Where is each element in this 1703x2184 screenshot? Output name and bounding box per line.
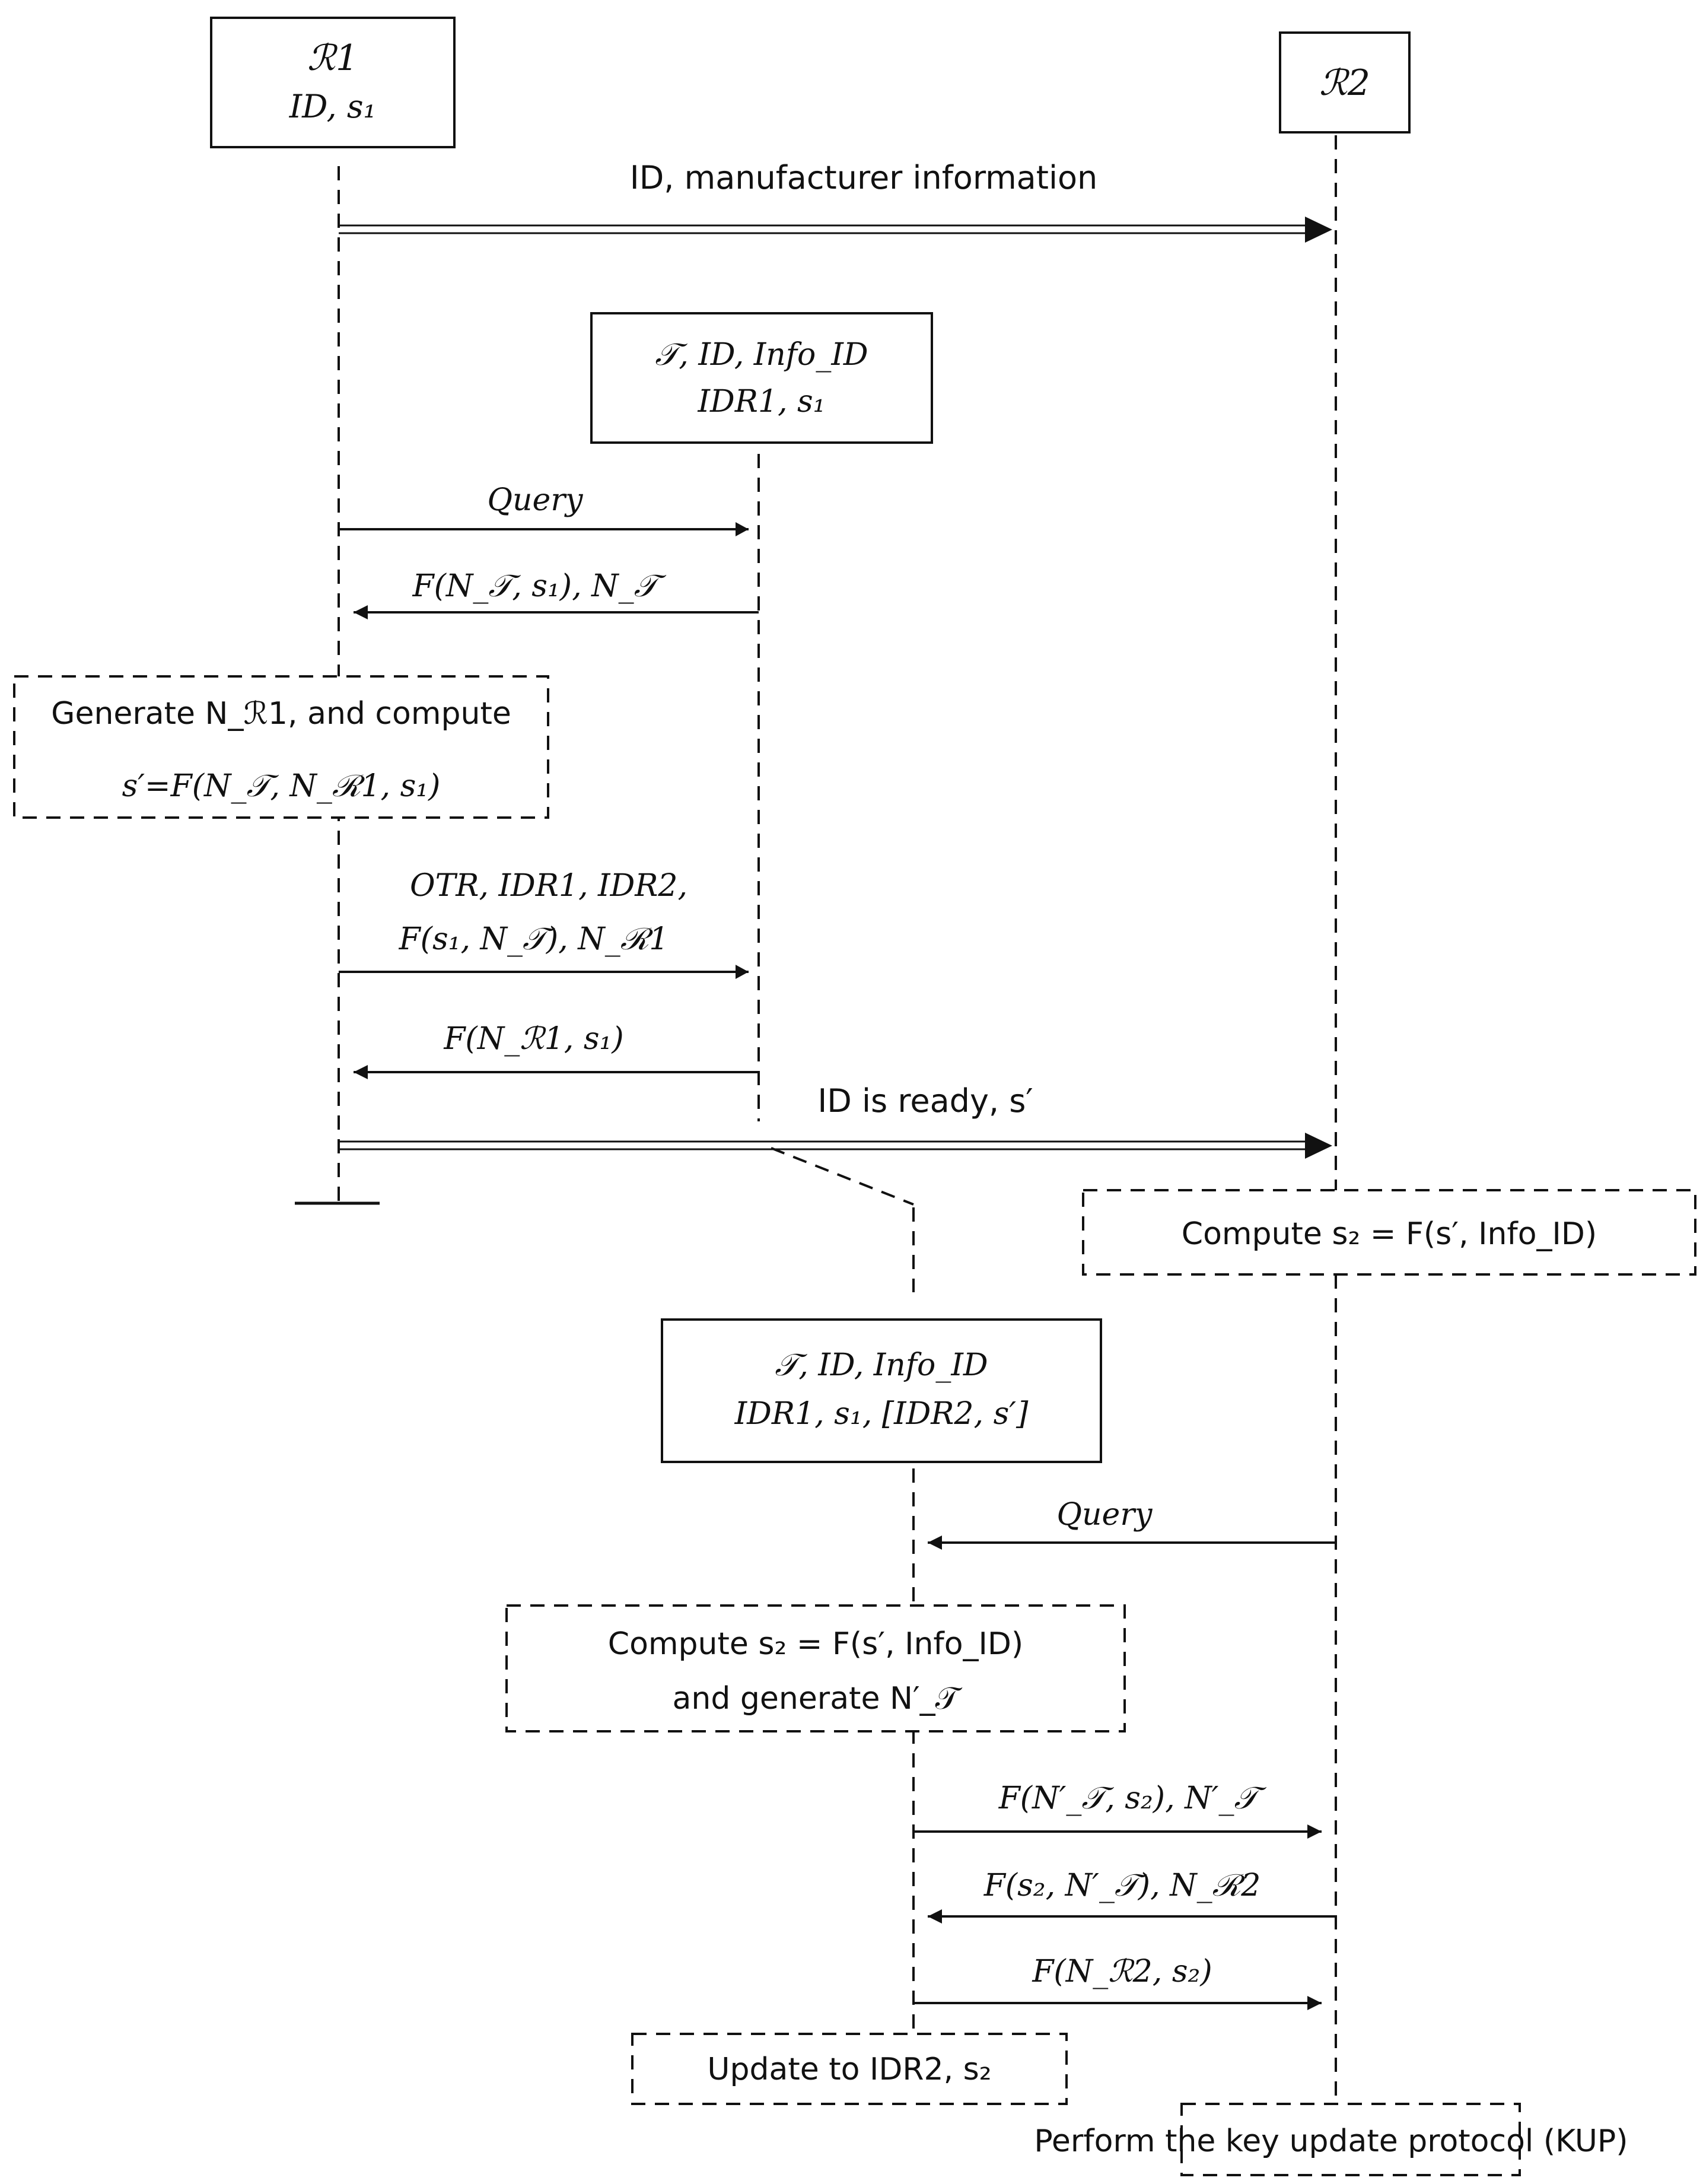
message-tag-response-2-label: F(N_ℛ1, s₁) <box>443 1021 623 1057</box>
message-tag-response-4-label: F(N_ℛ2, s₂) <box>1032 1954 1212 1989</box>
message-tag-response-3: F(N′_𝒯, s₂), N′_𝒯 <box>913 1781 1322 1839</box>
tag-initial-line2: IDR1, s₁ <box>697 384 825 419</box>
arrowhead-left-icon <box>928 1909 942 1924</box>
message-tag-response-1: F(N_𝒯, s₁), N_𝒯 <box>354 568 759 619</box>
message-query-2: Query <box>928 1497 1336 1550</box>
message-id-ready-label: ID is ready, s′ <box>817 1082 1033 1120</box>
arrowhead-right-icon <box>1305 1133 1332 1159</box>
message-tag-response-4: F(N_ℛ2, s₂) <box>913 1954 1322 2010</box>
note-r1-compute-line1: Generate N_ℛ1, and compute <box>51 696 511 732</box>
message-query-2-label: Query <box>1056 1497 1153 1533</box>
message-id-ready: ID is ready, s′ <box>339 1082 1332 1159</box>
message-reader-response: F(s₂, N′_𝒯), N_ℛ2 <box>928 1868 1336 1924</box>
tag-lifeline-connector <box>771 1147 914 1206</box>
message-manufacturer-info-label: ID, manufacturer information <box>630 159 1097 196</box>
arrowhead-right-icon <box>1305 217 1332 243</box>
note-tag-compute-line2: and generate N′_𝒯 <box>673 1681 963 1716</box>
tag-updated-line1: 𝒯, ID, Info_ID <box>775 1347 988 1383</box>
arrowhead-left-icon <box>354 605 368 619</box>
message-tag-response-2: F(N_ℛ1, s₁) <box>354 1021 759 1079</box>
note-r1-compute-line2: s′=F(N_𝒯, N_ℛ1, s₁) <box>122 768 441 804</box>
note-tag-compute-line1: Compute s₂ = F(s′, Info_ID) <box>608 1626 1023 1662</box>
note-r1-compute: Generate N_ℛ1, and compute s′=F(N_𝒯, N_ℛ… <box>13 675 549 819</box>
tag-initial-line1: 𝒯, ID, Info_ID <box>655 337 868 373</box>
arrowhead-left-icon <box>928 1536 942 1550</box>
r2-box: ℛ2 <box>1279 31 1411 133</box>
r1-state: ID, s₁ <box>289 88 376 125</box>
message-tag-response-3-label: F(N′_𝒯, s₂), N′_𝒯 <box>998 1781 1267 1816</box>
arrowhead-right-icon <box>1307 1824 1322 1839</box>
message-otr-label-line1: OTR, IDR1, IDR2, <box>410 868 687 904</box>
note-kup-text: Perform the key update protocol (KUP) <box>1034 2123 1628 2159</box>
note-tag-update-text: Update to IDR2, s₂ <box>707 2052 991 2087</box>
tag-box-updated: 𝒯, ID, Info_ID IDR1, s₁, [IDR2, s′] <box>661 1318 1102 1463</box>
arrowhead-right-icon <box>736 522 749 536</box>
tag-box-initial: 𝒯, ID, Info_ID IDR1, s₁ <box>590 312 933 444</box>
message-query-1: Query <box>339 482 749 536</box>
r1-name: ℛ1 <box>307 37 358 79</box>
note-tag-update: Update to IDR2, s₂ <box>631 2033 1068 2105</box>
tag-updated-line2: IDR1, s₁, [IDR2, s′] <box>734 1396 1029 1432</box>
arrowhead-right-icon <box>1307 1996 1322 2010</box>
message-otr-label-line2: F(s₁, N_𝒯), N_ℛ1 <box>399 921 669 957</box>
message-otr: OTR, IDR1, IDR2, F(s₁, N_𝒯), N_ℛ1 <box>339 868 749 979</box>
arrowhead-left-icon <box>354 1065 368 1079</box>
arrowhead-right-icon <box>736 965 749 979</box>
note-tag-compute: Compute s₂ = F(s′, Info_ID) and generate… <box>505 1604 1126 1732</box>
message-manufacturer-info: ID, manufacturer information <box>339 159 1332 243</box>
message-tag-response-1-label: F(N_𝒯, s₁), N_𝒯 <box>412 568 667 604</box>
note-kup: Perform the key update protocol (KUP) <box>1034 2103 1628 2176</box>
message-reader-response-label: F(s₂, N′_𝒯), N_ℛ2 <box>983 1868 1261 1903</box>
note-r2-compute-text: Compute s₂ = F(s′, Info_ID) <box>1182 1216 1597 1252</box>
message-query-1-label: Query <box>487 482 583 518</box>
note-r2-compute: Compute s₂ = F(s′, Info_ID) <box>1082 1189 1696 1276</box>
r1-box: ℛ1 ID, s₁ <box>210 17 456 148</box>
r2-name: ℛ2 <box>1319 62 1370 104</box>
